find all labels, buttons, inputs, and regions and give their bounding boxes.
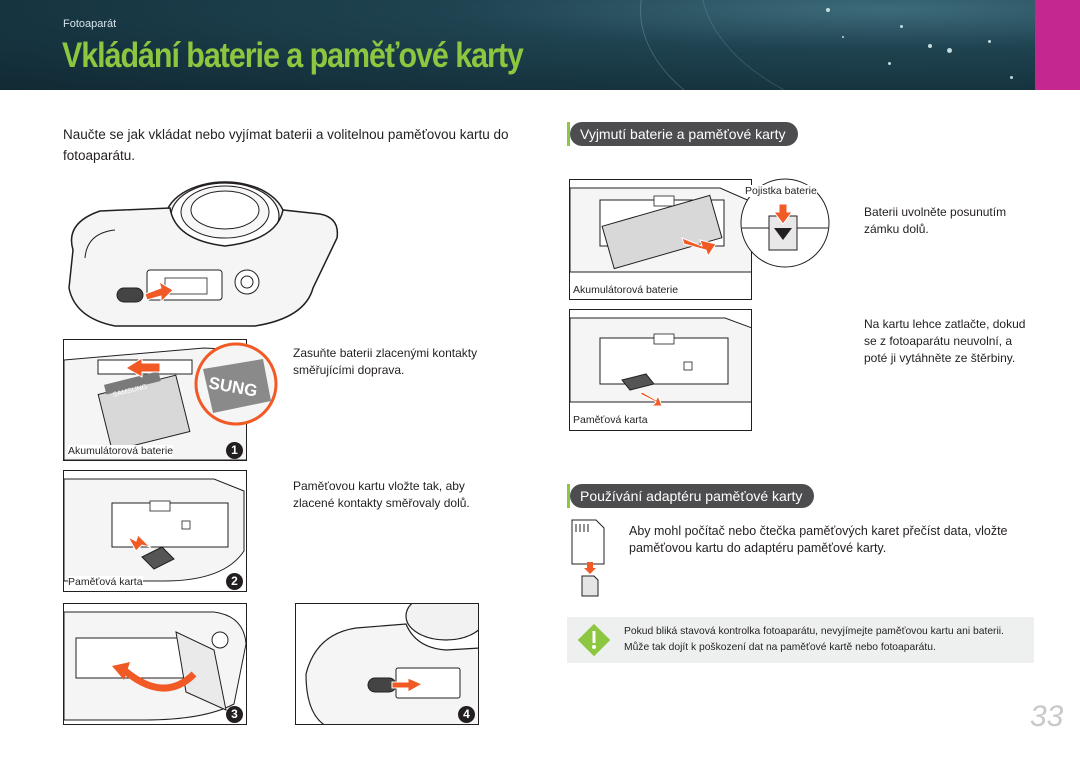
remove-battery-label: Akumulátorová baterie bbox=[573, 284, 679, 296]
camera-bottom-illustration bbox=[68, 181, 339, 327]
sparkle bbox=[888, 62, 891, 65]
step1-caption: Zasuňte baterii zlacenými kontakty směřu… bbox=[293, 346, 478, 377]
adapter-text: Aby mohl počítač nebo čtečka paměťových … bbox=[629, 524, 1008, 555]
step1-number: 1 bbox=[226, 442, 243, 459]
step1-label: Akumulátorová baterie bbox=[68, 445, 174, 457]
remove-battery-figure: Akumulátorová baterie bbox=[569, 179, 752, 300]
chapter-tab[interactable] bbox=[1035, 0, 1080, 90]
page-title: Vkládání baterie a paměťové karty bbox=[62, 36, 524, 75]
sparkle bbox=[947, 48, 952, 53]
step1-zoom-circle: SUNG bbox=[194, 342, 278, 426]
sparkle bbox=[900, 25, 903, 28]
battery-lock-zoom bbox=[740, 178, 830, 268]
step2-caption: Paměťovou kartu vložte tak, aby zlacené … bbox=[293, 479, 470, 510]
breadcrumb[interactable]: Fotoaparát bbox=[63, 18, 117, 30]
battery-lock-callout: Pojistka baterie bbox=[745, 185, 817, 197]
step4-number: 4 bbox=[458, 706, 475, 723]
sparkle bbox=[928, 44, 932, 48]
section-title-adapter: Používání adaptéru paměťové karty bbox=[566, 484, 815, 508]
page-header bbox=[0, 0, 1080, 90]
remove-card-figure: Paměťová karta bbox=[569, 309, 752, 431]
step3-number: 3 bbox=[226, 706, 243, 723]
remove-battery-caption: Baterii uvolněte posunutím zámku dolů. bbox=[864, 205, 1007, 236]
sparkle bbox=[842, 36, 844, 38]
page-number: 33 bbox=[1030, 700, 1064, 733]
step2-label: Paměťová karta bbox=[68, 576, 143, 588]
intro-text: Naučte se jak vkládat nebo vyjímat bater… bbox=[63, 127, 509, 163]
warning-box bbox=[567, 617, 1034, 663]
sparkle bbox=[826, 8, 830, 12]
step4-lock-figure: 4 bbox=[295, 603, 479, 725]
sparkle bbox=[1010, 76, 1013, 79]
remove-card-label: Paměťová karta bbox=[573, 414, 648, 426]
section-title-removal: Vyjmutí baterie a paměťové karty bbox=[567, 122, 798, 146]
warning-icon bbox=[577, 623, 611, 657]
remove-card-caption: Na kartu lehce zatlačte, dokud se z foto… bbox=[864, 317, 1026, 365]
sparkle bbox=[988, 40, 991, 43]
step2-number: 2 bbox=[226, 573, 243, 590]
step2-card-figure: Paměťová karta 2 bbox=[63, 470, 247, 592]
card-adapter-illustration bbox=[571, 519, 605, 597]
step3-close-door-figure: 3 bbox=[63, 603, 247, 725]
warning-text: Pokud bliká stavová kontrolka fotoaparát… bbox=[624, 626, 1004, 653]
